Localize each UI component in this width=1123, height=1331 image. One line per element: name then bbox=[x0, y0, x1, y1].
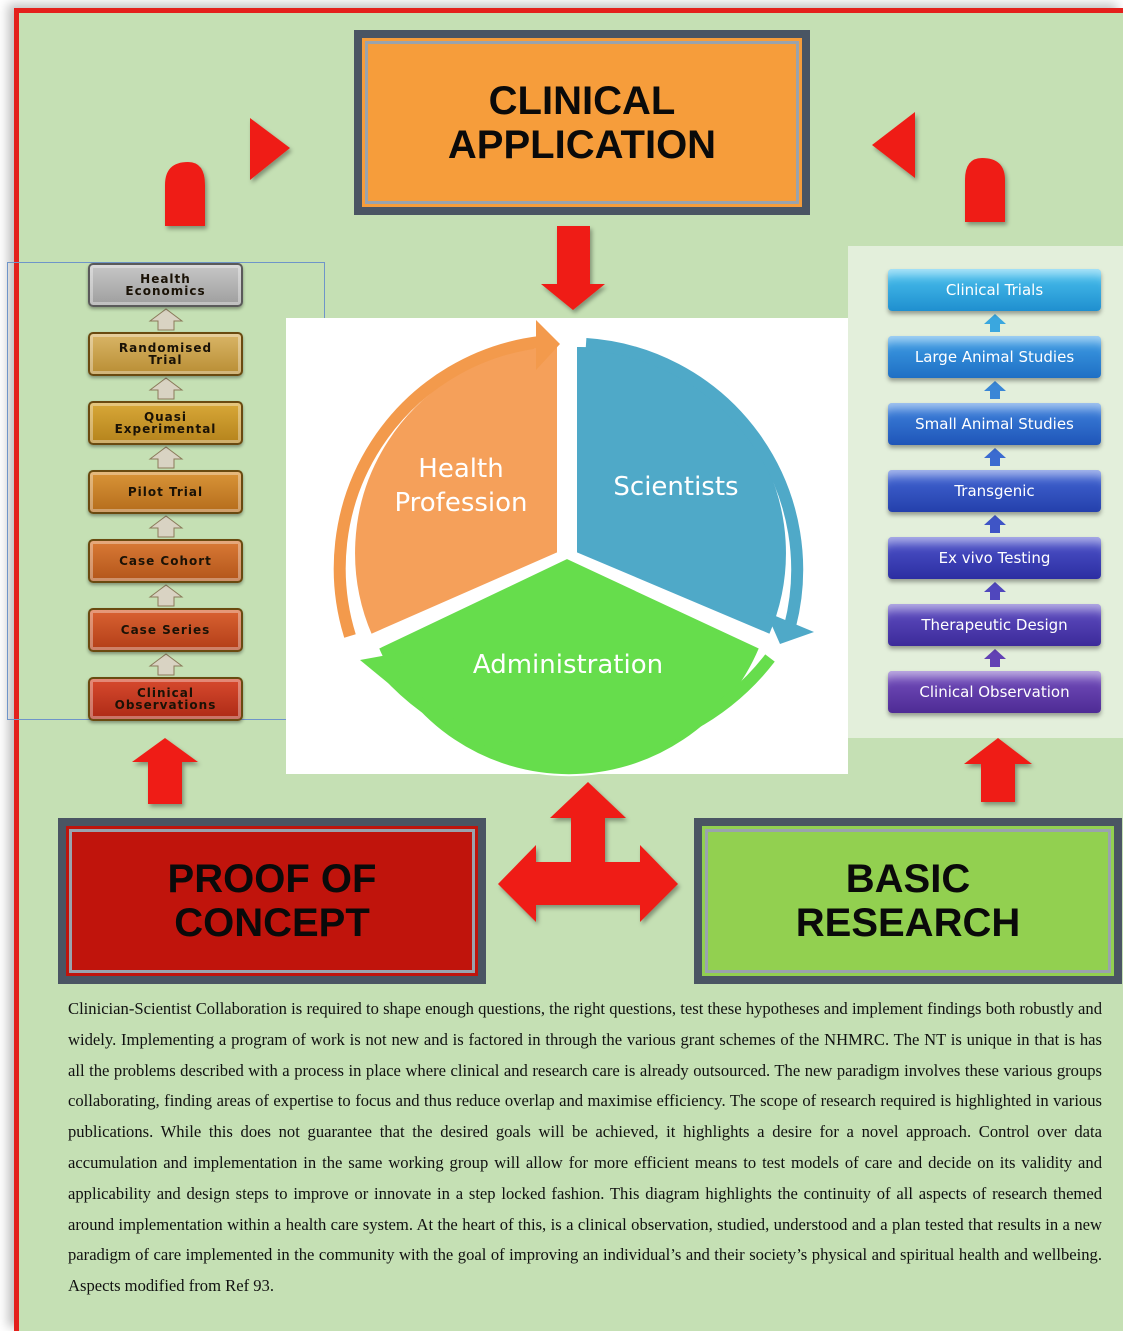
cycle-arrow-health bbox=[333, 336, 541, 638]
step-case-cohort: Case Cohort bbox=[88, 539, 243, 583]
right-step-arrows[interactable] bbox=[984, 314, 1006, 667]
left-chevron-1 bbox=[148, 308, 184, 331]
basic-research-label: BASIC RESEARCH bbox=[795, 857, 1021, 945]
cycle-arrow-admin-head bbox=[360, 652, 404, 688]
clinical-application-box: CLINICAL APPLICATION bbox=[354, 30, 810, 215]
step-clinical-observation: Clinical Observation bbox=[888, 671, 1101, 713]
right-up-arrow-3 bbox=[984, 448, 1006, 466]
step-case-series: Case Series bbox=[88, 608, 243, 652]
basic-research-box: BASIC RESEARCH bbox=[694, 818, 1122, 984]
cycle-arrow-scientists bbox=[585, 338, 804, 628]
step-quasi-experimental: Quasi Experimental bbox=[88, 401, 243, 445]
up-arrow-proof bbox=[132, 738, 198, 804]
clinical-application-label: CLINICAL APPLICATION bbox=[447, 78, 717, 167]
left-chevron-5 bbox=[148, 584, 184, 607]
step-randomised-trial: Randomised Trial bbox=[88, 332, 243, 376]
step-transgenic: Transgenic bbox=[888, 470, 1101, 512]
curved-arrow-right bbox=[872, 112, 1005, 222]
figure-caption: Clinician-Scientist Collaboration is req… bbox=[68, 999, 1102, 1296]
step-small-animal-studies: Small Animal Studies bbox=[888, 403, 1101, 445]
down-arrow-clinical bbox=[541, 226, 605, 310]
step-ex-vivo-testing: Ex vivo Testing bbox=[888, 537, 1101, 579]
step-therapeutic-design: Therapeutic Design bbox=[888, 604, 1101, 646]
scientists-label: Scientists bbox=[613, 472, 739, 502]
right-up-arrow-4 bbox=[984, 515, 1006, 533]
step-clinical-observations: Clinical Observations bbox=[88, 677, 243, 721]
right-up-arrow-2 bbox=[984, 381, 1006, 399]
right-up-arrow-1 bbox=[984, 314, 1006, 332]
administration-label: Administration bbox=[472, 650, 664, 680]
cycle-arrow-admin bbox=[381, 654, 775, 762]
step-clinical-trials: Clinical Trials bbox=[888, 269, 1101, 311]
left-chevron-2 bbox=[148, 377, 184, 400]
up-arrow-basic bbox=[964, 738, 1032, 802]
proof-of-concept-box: PROOF OF CONCEPT bbox=[58, 818, 486, 984]
health-profession-label: Health Profession bbox=[394, 454, 528, 518]
left-chevron-4 bbox=[148, 515, 184, 538]
step-large-animal-studies: Large Animal Studies bbox=[888, 336, 1101, 378]
right-up-arrow-5 bbox=[984, 582, 1006, 600]
right-up-arrow-6 bbox=[984, 649, 1006, 667]
three-way-arrow bbox=[498, 782, 678, 922]
left-chevron-6 bbox=[148, 653, 184, 676]
cycle-arrow-health-head bbox=[536, 320, 560, 370]
left-step-chevrons bbox=[148, 308, 184, 676]
left-chevron-3 bbox=[148, 446, 184, 469]
proof-of-concept-label: PROOF OF CONCEPT bbox=[167, 857, 377, 945]
step-health-economics: Health Economics bbox=[88, 263, 243, 307]
curved-arrow-left bbox=[165, 118, 290, 226]
step-pilot-trial: Pilot Trial bbox=[88, 470, 243, 514]
cycle-arrow-scientists-head bbox=[766, 612, 814, 644]
